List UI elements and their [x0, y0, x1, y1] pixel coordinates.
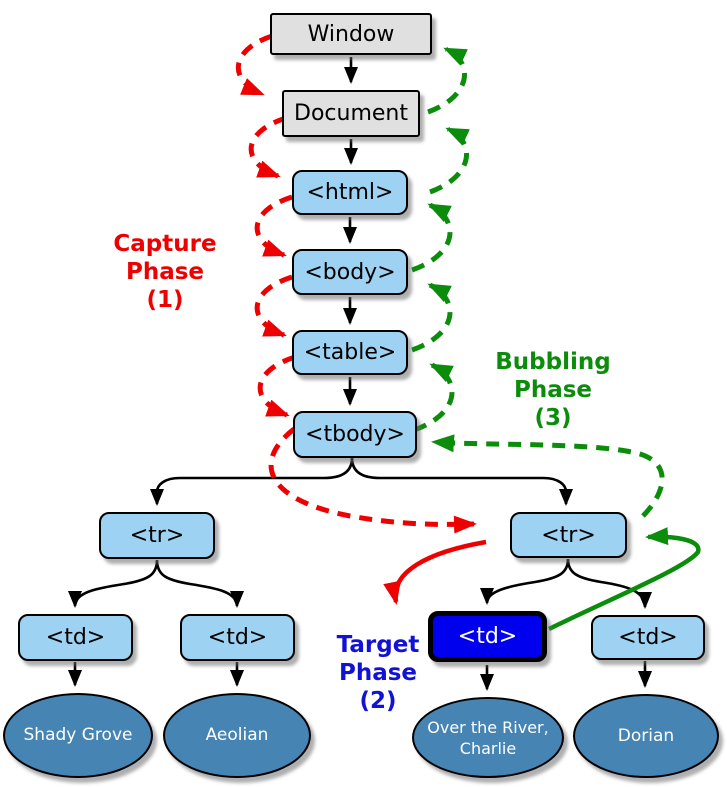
- bubbling-phase-line: Bubbling: [495, 349, 611, 375]
- node-table: <table>: [292, 330, 408, 375]
- target-phase-line: Phase: [338, 660, 418, 686]
- node-tr-left: <tr>: [99, 512, 215, 559]
- target-phase-line: Target: [336, 632, 420, 658]
- node-body: <body>: [292, 249, 408, 295]
- node-td-target: <td>: [428, 611, 547, 662]
- capture-arc-document-html: [248, 115, 287, 179]
- leaf-dorian: Dorian: [573, 694, 719, 778]
- bubbling-arc-trright-tbody: [431, 434, 665, 518]
- edge-tbody-trleft: [150, 457, 354, 506]
- capture-phase-line: Phase: [125, 259, 205, 285]
- target-phase-line: (2): [359, 688, 397, 714]
- node-td-2: <td>: [180, 614, 295, 661]
- capture-arc-body-table: [254, 274, 293, 338]
- edge-trright-td4: [566, 558, 652, 609]
- bubbling-arc-document-window: [427, 46, 468, 115]
- leaf-aeolian: Aeolian: [163, 693, 311, 778]
- edge-trleft-td1: [68, 559, 159, 608]
- bubbling-arc-html-document: [429, 126, 470, 195]
- target-arrow-trright-tdtarget: [383, 539, 487, 605]
- leaf-over-the-river-charlie: Over the River, Charlie: [412, 697, 564, 778]
- node-html: <html>: [292, 170, 408, 215]
- capture-arc-html-body: [254, 194, 293, 258]
- bubbling-phase-label: Bubbling Phase (3): [473, 348, 633, 432]
- capture-arc-window-document: [235, 33, 273, 97]
- edge-trright-tdtarget: [480, 558, 570, 605]
- capture-phase-label: Capture Phase (1): [85, 230, 245, 314]
- capture-arc-tbody-trright: [268, 427, 477, 534]
- bubbling-phase-line: (3): [534, 405, 572, 431]
- capture-arc-table-tbody: [257, 354, 296, 418]
- leaf-shady-grove: Shady Grove: [3, 693, 153, 778]
- node-td-4: <td>: [591, 615, 705, 660]
- edge-trleft-td2: [155, 559, 244, 608]
- node-td-1: <td>: [18, 614, 133, 661]
- node-window: Window: [270, 13, 432, 55]
- bubbling-phase-line: Phase: [513, 377, 593, 403]
- bubbling-arc-table-body: [411, 282, 453, 353]
- bubbling-arc-body-html: [411, 202, 453, 273]
- capture-phase-line: Capture: [113, 231, 217, 257]
- edge-tbody-trright: [350, 457, 573, 506]
- node-document: Document: [282, 90, 420, 137]
- node-tr-right: <tr>: [510, 512, 627, 558]
- bubbling-arc-tbody-table: [413, 362, 455, 433]
- capture-phase-line: (1): [146, 287, 184, 313]
- node-tbody: <tbody>: [293, 411, 417, 458]
- bubbling-arrow-tdtarget-trright: [548, 527, 701, 632]
- target-phase-label: Target Phase (2): [315, 631, 441, 715]
